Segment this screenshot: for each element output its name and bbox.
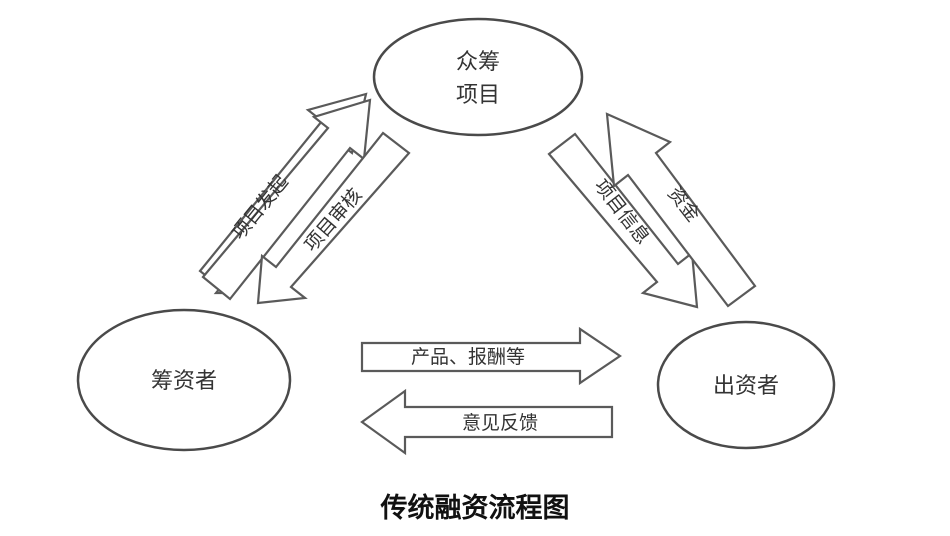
diagram-caption: 传统融资流程图 [380, 492, 570, 524]
edge-label-feedback: 意见反馈 [462, 412, 538, 434]
edge-label-product-reward: 产品、报酬等 [411, 346, 525, 368]
node-investor: 出资者 [656, 320, 836, 450]
node-raiser-label: 筹资者 [151, 369, 217, 394]
node-crowdfunding-project: 众筹 项目 [372, 17, 584, 137]
edge-product-reward: 产品、报酬等 [360, 326, 622, 386]
node-project-label-line2: 项目 [456, 83, 500, 108]
node-investor-label: 出资者 [713, 374, 779, 399]
edge-funds: 资金 [605, 112, 757, 308]
node-fund-raiser: 筹资者 [76, 308, 292, 452]
edge-feedback: 意见反馈 [360, 388, 614, 456]
node-project-label-line1: 众筹 [456, 50, 500, 75]
